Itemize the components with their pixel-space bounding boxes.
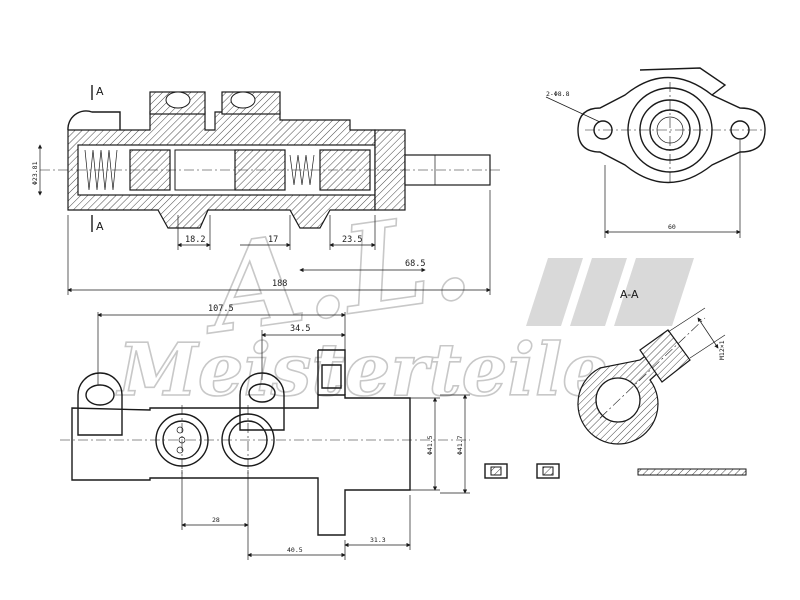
section-label: A-A (620, 288, 639, 301)
dim-17: 17 (268, 235, 278, 245)
section-mark-top: A (96, 85, 104, 98)
dim-bore-diameter: Φ23.81 (31, 161, 39, 185)
longitudinal-section-view: A A (40, 85, 500, 233)
seal-parts (484, 463, 747, 479)
dim-23-5: 23.5 (342, 235, 362, 245)
seal-part-1 (484, 463, 508, 479)
section-mark-bottom: A (96, 220, 104, 233)
plan-view-dimensions: 107.5 34.5 28 40.5 31.3 Φ41.5 Φ41.7 (97, 304, 470, 560)
seal-part-2 (536, 463, 560, 479)
dim-28: 28 (212, 516, 220, 524)
dim-34-5: 34.5 (290, 324, 310, 334)
watermark-logo-bars (526, 258, 694, 326)
watermark-brand: Meisterteile (115, 327, 608, 412)
dim-107-5: 107.5 (208, 304, 234, 314)
watermark: A.L. Meisterteile (114, 184, 694, 413)
dim-68-5: 68.5 (405, 259, 425, 269)
dim-flange-holes: 2-Φ8.8 (546, 90, 570, 98)
o-ring-part (637, 468, 747, 476)
section-a-a-view: M12×1 (577, 307, 726, 445)
dim-40-5: 40.5 (287, 546, 303, 554)
dim-31-3: 31.3 (370, 536, 386, 544)
dim-18-2: 18.2 (185, 235, 205, 245)
dim-41-5: Φ41.5 (426, 435, 434, 455)
dim-41-7: Φ41.7 (456, 435, 464, 455)
dim-188: 188 (272, 279, 287, 289)
longitudinal-dimensions: Φ23.81 18.2 17 23.5 68.5 188 (31, 144, 491, 295)
dim-thread: M12×1 (718, 340, 726, 360)
plan-view (60, 349, 470, 536)
dim-flange-width: 60 (668, 223, 676, 231)
flange-end-view: 2-Φ8.8 60 (545, 67, 766, 238)
